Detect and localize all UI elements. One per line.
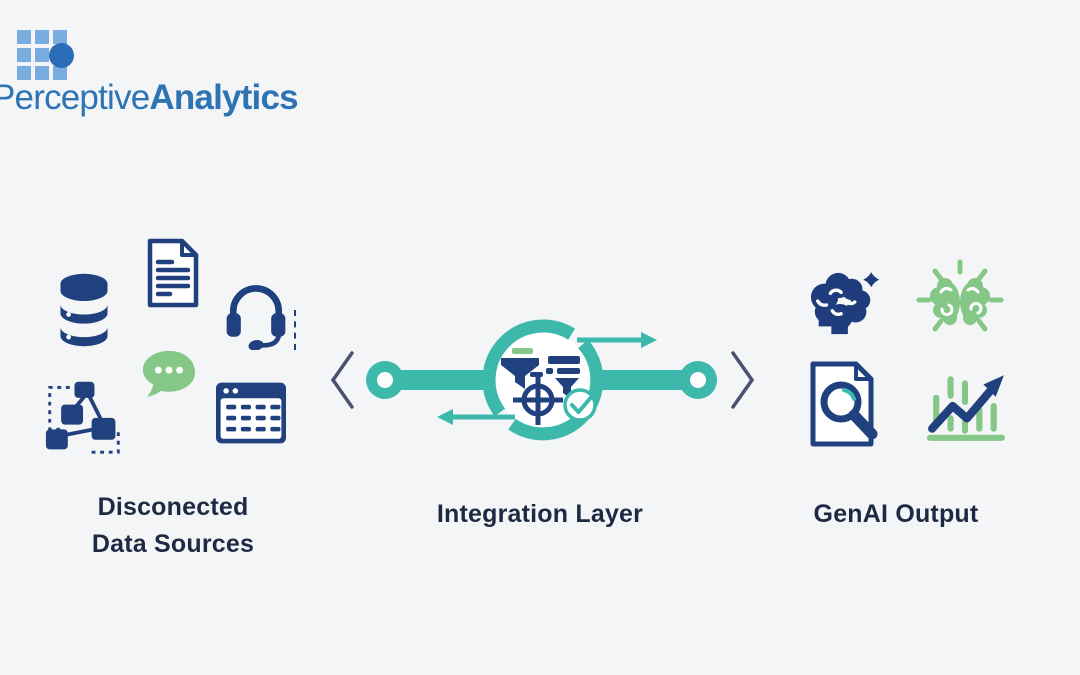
- headset-icon: [226, 285, 286, 350]
- logo-grid-icon: [17, 30, 67, 80]
- filter-icon: [546, 356, 580, 399]
- integration-pipeline-icon: [330, 319, 755, 441]
- spreadsheet-icon: [216, 382, 286, 444]
- integration-label: Integration Layer: [436, 500, 644, 528]
- logo-wordmark: PerceptiveAnalytics: [0, 78, 299, 118]
- ai-brain-sparkle-icon: [810, 268, 885, 335]
- left-chevron-icon: [330, 351, 354, 409]
- sources-label-line1: Disconected: [97, 493, 249, 521]
- flowchart-icon: [45, 381, 120, 454]
- document-search-icon: [810, 361, 878, 447]
- logo-dot-icon: [49, 43, 74, 68]
- arrow-right-icon: [577, 332, 657, 348]
- logo-word-regular: Perceptive: [0, 78, 150, 117]
- idea-brain-icon: [916, 259, 1004, 332]
- perceptive-analytics-logo: PerceptiveAnalytics: [0, 10, 300, 120]
- crosshair-target-icon: [513, 375, 563, 425]
- sources-label: Disconected Data Sources: [53, 489, 293, 563]
- check-circle-icon: [563, 388, 597, 422]
- chat-bubble-icon: [142, 350, 196, 397]
- growth-chart-icon: [927, 375, 1005, 441]
- right-chevron-icon: [731, 351, 755, 409]
- logo-word-bold: Analytics: [149, 78, 298, 117]
- document-icon: [147, 238, 199, 308]
- dashed-connector-line: [294, 310, 296, 350]
- output-label: GenAI Output: [813, 500, 979, 528]
- arrow-left-icon: [437, 409, 515, 425]
- sources-label-line2: Data Sources: [91, 530, 255, 558]
- database-icon: [60, 273, 108, 347]
- funnel-icon: [501, 348, 539, 389]
